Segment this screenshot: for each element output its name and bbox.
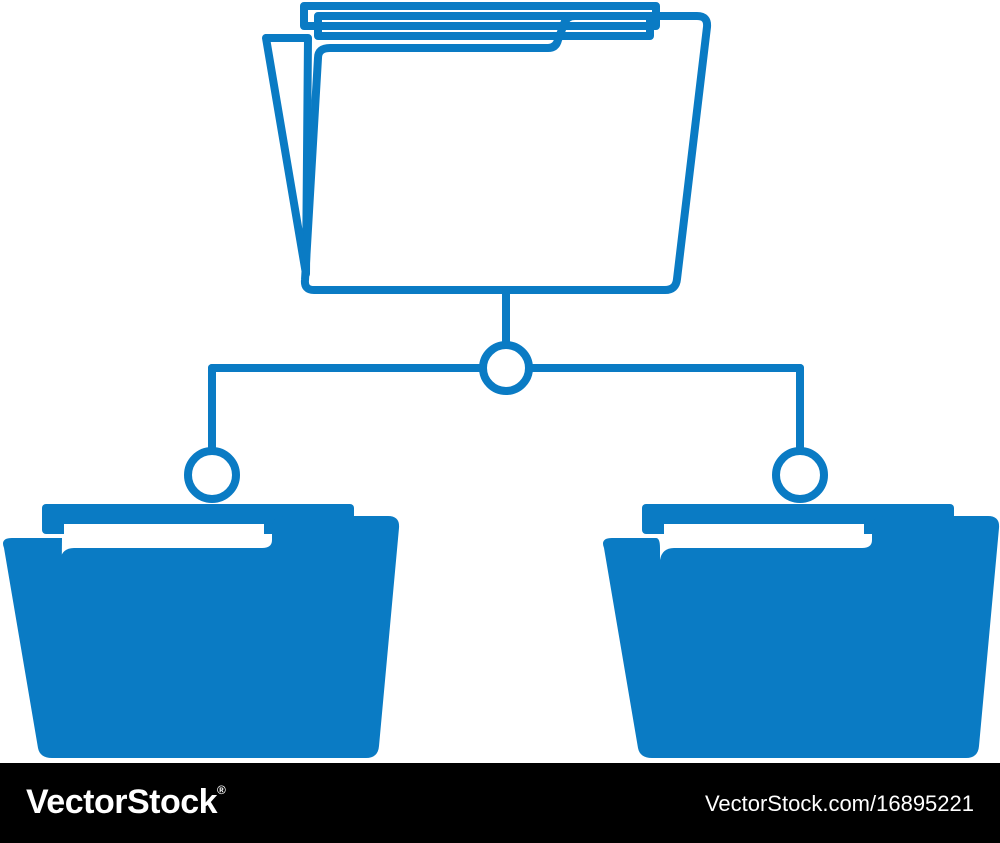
left-junction-node-icon <box>184 447 240 503</box>
root-folder-outline-icon <box>262 2 712 294</box>
root-folder-paper-1 <box>300 2 660 30</box>
vectorstock-logo: VectorStock® <box>26 783 226 822</box>
registered-mark: ® <box>217 783 226 797</box>
right-child-folder-filled-icon <box>603 504 1000 758</box>
right-folder-front <box>603 516 1000 758</box>
root-folder-paper-2 <box>314 12 654 40</box>
connector-lines <box>208 286 804 455</box>
root-folder-front-flap <box>300 12 712 294</box>
folder-hierarchy-diagram <box>3 2 1000 758</box>
image-id-label: VectorStock.com/16895221 <box>704 791 974 816</box>
brand-name: VectorStock <box>26 783 218 821</box>
junction-nodes <box>184 341 828 503</box>
left-child-folder-filled-icon <box>3 504 400 758</box>
right-junction-node-icon <box>772 447 828 503</box>
center-junction-node-icon <box>479 341 533 395</box>
watermark-footer: VectorStock® VectorStock.com/16895221 <box>0 763 1000 843</box>
root-folder-back-panel <box>262 34 312 278</box>
left-folder-front <box>3 516 400 758</box>
